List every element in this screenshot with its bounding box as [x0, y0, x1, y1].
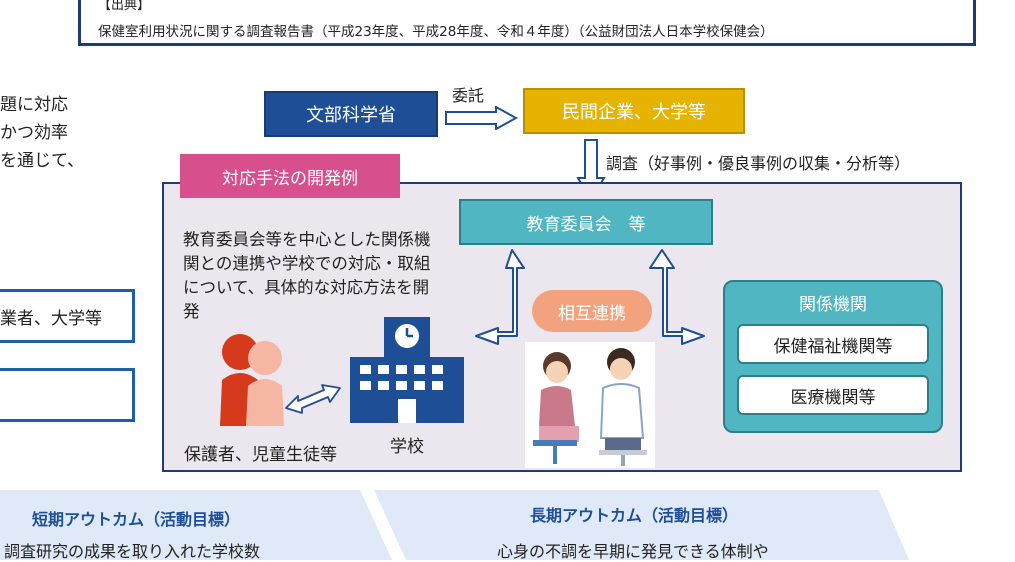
related-agencies-title: 関係機関	[799, 295, 867, 315]
commission-label: 委託	[452, 86, 485, 105]
health-welfare-agency: 保健福祉機関等	[737, 324, 929, 364]
left-text-line-1: 題に対応	[0, 95, 68, 115]
guardian-icon	[220, 334, 284, 426]
mutual-cooperation-badge: 相互連携	[532, 290, 652, 332]
mext-node: 文部科学省	[264, 91, 438, 137]
board-of-education-node: 教育委員会 等	[459, 199, 713, 245]
left-box-1-label: 業者、大学等	[0, 309, 102, 329]
short-outcome-body: 調査研究の成果を取り入れた学校数	[4, 542, 261, 561]
school-building-icon	[350, 317, 464, 423]
guardian-label: 保護者、児童生徒等	[184, 445, 337, 465]
board-school-arrow	[475, 249, 525, 345]
source-text: 保健室利用状況に関する調査報告書（平成23年度、平成28年度、令和４年度）（公益…	[98, 24, 774, 40]
left-box-2	[0, 368, 135, 422]
medical-agency: 医療機関等	[737, 375, 929, 415]
source-box	[78, 0, 976, 46]
private-sector-node: 民間企業、大学等	[523, 88, 745, 134]
left-box-1	[0, 289, 135, 343]
left-text-line-2: かつ効率	[0, 123, 68, 143]
method-tag: 対応手法の開発例	[180, 154, 400, 198]
short-outcome-title: 短期アウトカム（活動目標）	[32, 510, 241, 529]
left-text-line-3: を通じて、	[0, 151, 85, 171]
survey-label: 調査（好事例・優良事例の収集・分析等）	[606, 154, 911, 173]
method-description: 教育委員会等を中心とした関係機関との連携や学校での対応・取組について、具体的な対…	[183, 230, 431, 321]
short-outcome-panel	[0, 490, 392, 560]
guardian-school-arrow	[285, 384, 341, 414]
long-outcome-body: 心身の不調を早期に発見できる体制や	[497, 542, 769, 561]
consultation-illustration	[525, 342, 655, 468]
commission-arrow	[445, 106, 519, 130]
board-agency-arrow	[649, 249, 705, 345]
source-label: 【出典】	[98, 0, 151, 13]
long-outcome-panel	[374, 490, 909, 560]
long-outcome-title: 長期アウトカム（活動目標）	[530, 506, 739, 525]
school-label: 学校	[390, 437, 424, 457]
